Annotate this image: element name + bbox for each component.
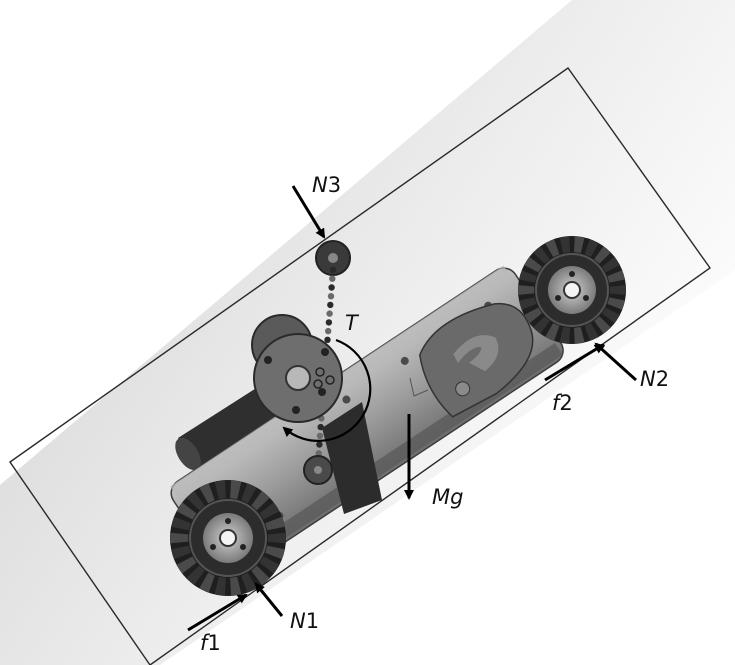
tread-segment: [584, 239, 599, 257]
chain-link: [327, 301, 334, 309]
label-n1: N1: [290, 609, 319, 633]
tread-segment: [171, 545, 191, 560]
label-t: T: [345, 311, 360, 335]
tread-segment: [186, 565, 205, 586]
tread-segment: [602, 307, 620, 324]
tread-segment: [230, 576, 242, 596]
tread-segment: [214, 480, 226, 500]
label-n2: N2: [640, 367, 669, 391]
wheel-rear-right: [518, 236, 626, 344]
tread-segment: [259, 502, 280, 520]
tread-segment: [533, 246, 550, 264]
tread-segment: [533, 316, 550, 334]
lifting-arm: [251, 240, 351, 485]
label-f1: f1: [200, 631, 221, 655]
chain-link: [316, 432, 324, 439]
label-n3: N3: [312, 173, 341, 197]
label-mg: Mg: [432, 485, 463, 509]
chain-link: [329, 275, 336, 282]
arrow-n3: [291, 185, 326, 239]
tread-segment: [241, 483, 257, 504]
torque-arrow: [282, 338, 372, 442]
tread-segment: [607, 270, 625, 283]
tread-segment: [607, 297, 625, 310]
tread-segment: [267, 532, 286, 544]
chain-link: [317, 423, 324, 431]
tread-segment: [524, 256, 542, 273]
tread-segment: [176, 556, 197, 574]
chain-link: [329, 266, 337, 274]
label-f2: f2: [552, 391, 573, 415]
tread-segment: [559, 327, 570, 344]
tread-segment: [186, 490, 205, 511]
cam-plate: [418, 302, 534, 418]
tread-segment: [265, 516, 285, 531]
payload-block: [322, 402, 382, 514]
chain-link: [328, 284, 335, 291]
tread-segment: [251, 565, 270, 586]
tread-segment: [251, 490, 270, 511]
chain-link: [327, 293, 335, 300]
tread-segment: [545, 239, 560, 257]
tread-segment: [559, 236, 570, 253]
tread-segment: [584, 323, 599, 341]
chain-link: [316, 441, 323, 448]
chain-link: [315, 450, 322, 457]
tread-segment: [519, 297, 537, 310]
chain-link: [326, 310, 333, 317]
coordinate-triad: [409, 377, 429, 397]
bounding-frame: [9, 67, 711, 665]
chain-link: [324, 336, 331, 343]
tread-segment: [609, 285, 626, 295]
tread-segment: [241, 572, 257, 593]
tread-segment: [176, 502, 197, 520]
tread-segment: [574, 236, 585, 253]
arrow-f2: [544, 343, 605, 382]
tread-segment: [518, 285, 535, 295]
tread-segment: [602, 256, 620, 273]
tread-segment: [594, 316, 611, 334]
arrow-f1: [187, 593, 248, 632]
chain-link: [325, 327, 332, 335]
tread-segment: [545, 323, 560, 341]
tread-segment: [259, 556, 280, 574]
arrow-n1: [254, 582, 284, 617]
tread-segment: [199, 483, 215, 504]
tread-segment: [171, 516, 191, 531]
tread-segment: [519, 270, 537, 283]
tread-segment: [265, 545, 285, 560]
tread-segment: [524, 307, 542, 324]
tread-segment: [170, 532, 189, 544]
wheel-front-left: [170, 480, 286, 596]
tread-segment: [230, 480, 242, 500]
tread-segment: [214, 576, 226, 596]
tread-segment: [594, 246, 611, 264]
chain-link: [325, 319, 333, 326]
tread-segment: [574, 327, 585, 344]
tread-segment: [199, 572, 215, 593]
